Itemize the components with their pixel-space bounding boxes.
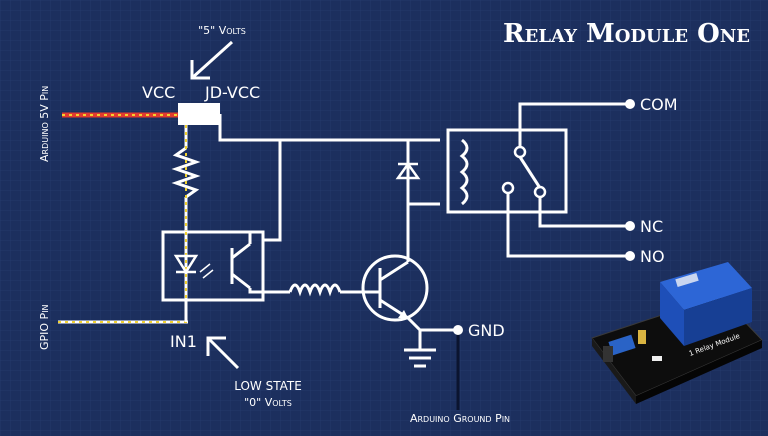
relay-module-illustration: 1 Relay Module: [591, 262, 763, 404]
nc-label: NC: [640, 217, 663, 236]
flyback-diode: [395, 138, 440, 206]
no-label: NO: [640, 247, 665, 266]
arduino-ground-pin-label: Arduino Ground Pin: [410, 412, 510, 425]
five-volts-arrow: [190, 40, 234, 80]
transistor: [361, 204, 429, 322]
no-terminal: [625, 251, 635, 261]
optocoupler: [161, 230, 265, 302]
jd-vcc-label: JD-VCC: [204, 83, 260, 102]
opto-collector-wire: [263, 138, 408, 242]
nc-terminal: [625, 221, 635, 231]
jd-vcc-rail: [218, 114, 280, 142]
gpio-pin-label: GPIO Pin: [38, 304, 51, 350]
vcc-label: VCC: [142, 83, 175, 102]
five-volts-label: "5" Volts: [198, 24, 246, 37]
low-state-arrow: [206, 336, 240, 370]
low-state-label: LOW STATE: [234, 379, 302, 393]
vcc-jumper: [178, 103, 220, 125]
arduino-5v-pin-label: Arduino 5V Pin: [38, 86, 51, 162]
com-label: COM: [640, 95, 678, 114]
zero-volts-label: "0" Volts: [244, 396, 292, 409]
diagram-title: Relay Module One: [503, 19, 750, 49]
gnd-terminal: [453, 325, 463, 335]
relay: [446, 102, 630, 258]
gnd-label: GND: [468, 321, 505, 340]
base-resistor: [248, 283, 372, 297]
com-terminal: [625, 99, 635, 109]
in1-label: IN1: [170, 332, 197, 351]
ground-connection: [404, 316, 460, 410]
current-limit-resistor: [171, 125, 201, 232]
